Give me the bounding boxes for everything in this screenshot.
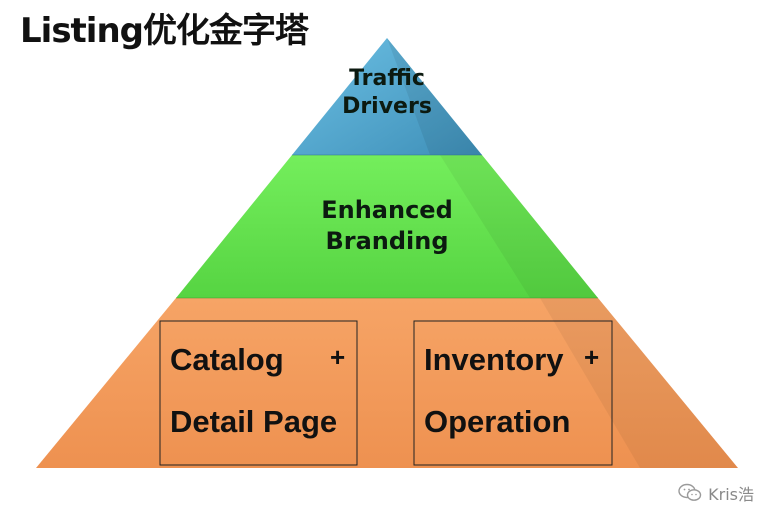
inventory-operation-box: Inventory + Operation <box>413 320 613 466</box>
middle-label-line2: Branding <box>325 227 448 255</box>
diagram-title: Listing优化金字塔 <box>20 11 309 51</box>
catalog-detail-box: Catalog + Detail Page <box>159 320 358 466</box>
top-label-line2: Drivers <box>342 94 432 119</box>
top-label-line1: Traffic <box>349 66 425 91</box>
level-top-traffic-drivers <box>292 38 482 155</box>
level-middle-enhanced-branding <box>176 155 598 298</box>
detail-page-label: Detail Page <box>170 404 337 439</box>
catalog-label: Catalog <box>170 342 284 377</box>
level-bottom <box>36 298 738 468</box>
watermark-text: Kris浩 <box>708 485 754 504</box>
catalog-plus: + <box>330 342 345 372</box>
middle-label-line1: Enhanced <box>321 196 453 224</box>
watermark: Kris浩 <box>678 481 754 505</box>
operation-label: Operation <box>424 404 570 439</box>
inventory-plus: + <box>584 342 599 372</box>
inventory-label: Inventory <box>424 342 564 377</box>
wechat-icon <box>678 483 702 501</box>
